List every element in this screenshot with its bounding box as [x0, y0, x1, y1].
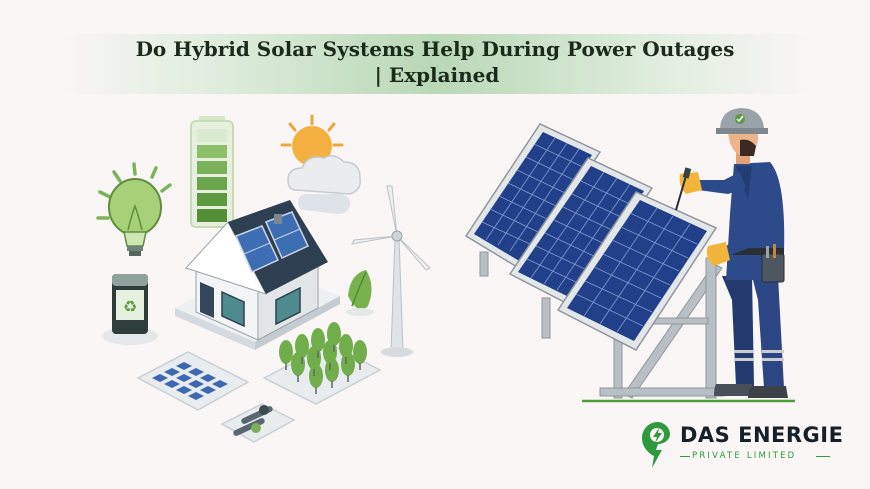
page-title: Do Hybrid Solar Systems Help During Powe…	[0, 36, 870, 88]
lightbulb-icon	[96, 162, 172, 256]
technician	[675, 108, 788, 398]
solar-array	[464, 123, 795, 403]
title-line-2: | Explained	[374, 63, 500, 87]
svg-text:♻: ♻	[123, 297, 137, 316]
solar-panel-2	[508, 157, 654, 307]
company-logo: DAS ENERGIE PRIVATE LIMITED	[640, 420, 844, 470]
trees-icon	[262, 322, 382, 405]
solar-panel-3	[556, 191, 718, 351]
leaf-icon	[346, 270, 374, 316]
title-line-1: Do Hybrid Solar Systems Help During Powe…	[135, 37, 735, 61]
house-icon	[175, 200, 340, 350]
title-banner	[50, 34, 820, 94]
logo-rule-left	[680, 456, 690, 457]
logo-name: DAS ENERGIE	[680, 423, 844, 447]
recycle-battery-icon: ♻	[102, 274, 158, 345]
lightning-pin-icon	[642, 422, 670, 468]
solar-panel-1	[464, 123, 602, 272]
sun-cloud-icon	[280, 114, 362, 214]
wind-turbine-icon	[351, 185, 431, 357]
logo-rule-right	[816, 456, 830, 457]
battery-level-icon	[190, 116, 234, 228]
switch-icon	[220, 403, 296, 443]
solar-panel-icon	[136, 351, 250, 411]
logo-subtitle: PRIVATE LIMITED	[692, 451, 797, 461]
